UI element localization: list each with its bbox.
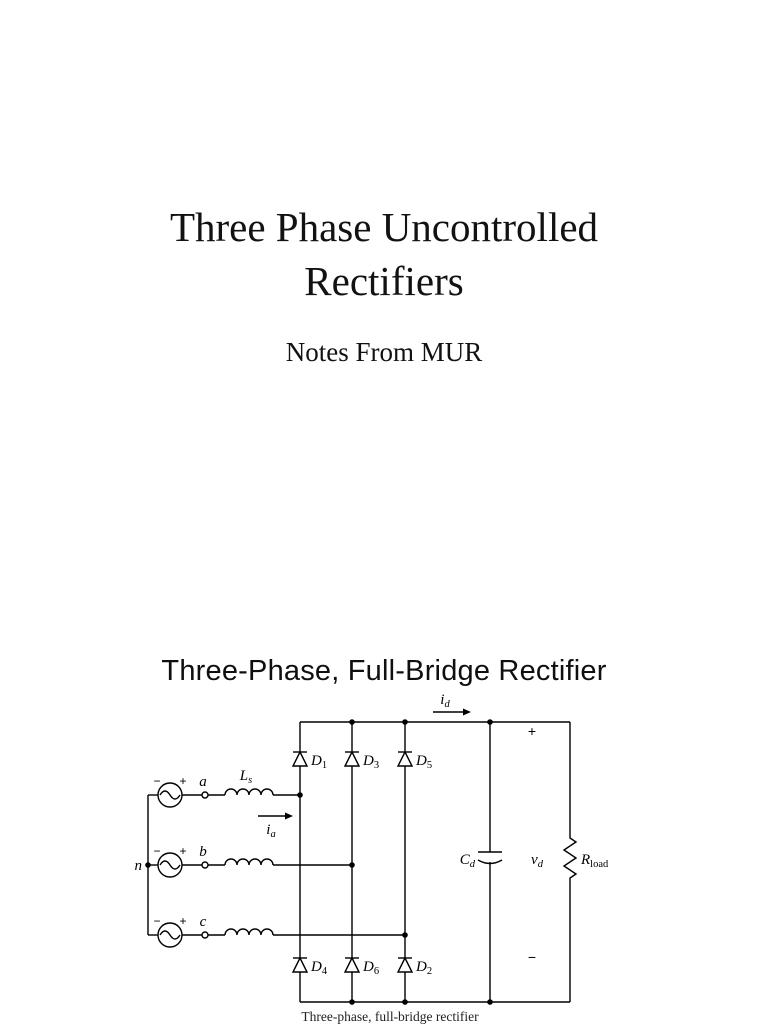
source-a-minus: − bbox=[153, 774, 160, 788]
terminal-node-a bbox=[201, 791, 209, 799]
ac-source-a: − + a bbox=[148, 774, 225, 808]
terminal-label-a: a bbox=[199, 774, 207, 790]
slide-subtitle: Notes From MUR bbox=[285, 337, 483, 367]
terminal-label-c: c bbox=[200, 914, 207, 930]
diode-d4: D4 bbox=[291, 956, 328, 977]
label-ia: ia bbox=[266, 822, 275, 840]
terminal-node-b bbox=[201, 861, 209, 869]
diode-d5: D5 bbox=[396, 750, 432, 771]
inductor-c bbox=[224, 928, 405, 936]
inductor-a: Ls bbox=[224, 768, 300, 796]
dc-plus-sign: + bbox=[528, 723, 536, 739]
label-ls: Ls bbox=[239, 768, 252, 786]
junction-dots bbox=[145, 719, 493, 1005]
diode-d6: D6 bbox=[343, 956, 379, 977]
sine-glyph-b bbox=[159, 860, 181, 870]
inductor-b bbox=[224, 858, 352, 866]
rectifier-circuit-diagram: id − + a Ls ia bbox=[135, 692, 609, 1005]
slide-title-line2: Rectifiers bbox=[304, 258, 464, 305]
label-id: id bbox=[440, 692, 450, 710]
source-c-minus: − bbox=[153, 914, 160, 928]
ac-source-c: − + c bbox=[148, 914, 225, 948]
diode-d2: D2 bbox=[396, 956, 432, 977]
slide-title-line1: Three Phase Uncontrolled bbox=[169, 204, 599, 250]
capacitor-cd: Cd bbox=[460, 722, 503, 1002]
sine-glyph-a bbox=[159, 790, 181, 800]
label-d6: D6 bbox=[362, 959, 379, 977]
phase-current-arrow: ia bbox=[258, 812, 293, 840]
source-b-plus: + bbox=[179, 844, 186, 858]
dc-current-arrow: id bbox=[433, 692, 471, 716]
sine-glyph-c bbox=[159, 930, 181, 940]
load-resistor: Rload bbox=[562, 835, 609, 881]
label-rload: Rload bbox=[580, 852, 609, 870]
label-cd: Cd bbox=[460, 852, 476, 870]
arrowhead-id bbox=[463, 708, 471, 716]
label-vd: vd bbox=[531, 852, 544, 870]
diode-d1: D1 bbox=[291, 750, 327, 771]
terminal-node-c bbox=[201, 931, 209, 939]
figure-heading: Three-Phase, Full-Bridge Rectifier bbox=[161, 655, 607, 687]
source-b-minus: − bbox=[153, 844, 160, 858]
label-d1: D1 bbox=[310, 753, 327, 771]
arrowhead-ia bbox=[285, 812, 293, 820]
label-d4: D4 bbox=[310, 959, 328, 977]
label-d5: D5 bbox=[415, 753, 432, 771]
source-a-plus: + bbox=[179, 774, 186, 788]
source-c-plus: + bbox=[179, 914, 186, 928]
terminal-label-b: b bbox=[199, 844, 207, 860]
slide-title: Three Phase Uncontrolled Rectifiers bbox=[0, 200, 768, 308]
ac-source-b: − + b bbox=[148, 844, 225, 878]
label-d3: D3 bbox=[362, 753, 379, 771]
label-d2: D2 bbox=[415, 959, 432, 977]
diode-d3: D3 bbox=[343, 750, 379, 771]
figure-caption: Three-phase, full-bridge rectifier bbox=[301, 1009, 479, 1024]
dc-minus-sign: − bbox=[528, 949, 536, 965]
label-neutral: n bbox=[135, 858, 143, 874]
